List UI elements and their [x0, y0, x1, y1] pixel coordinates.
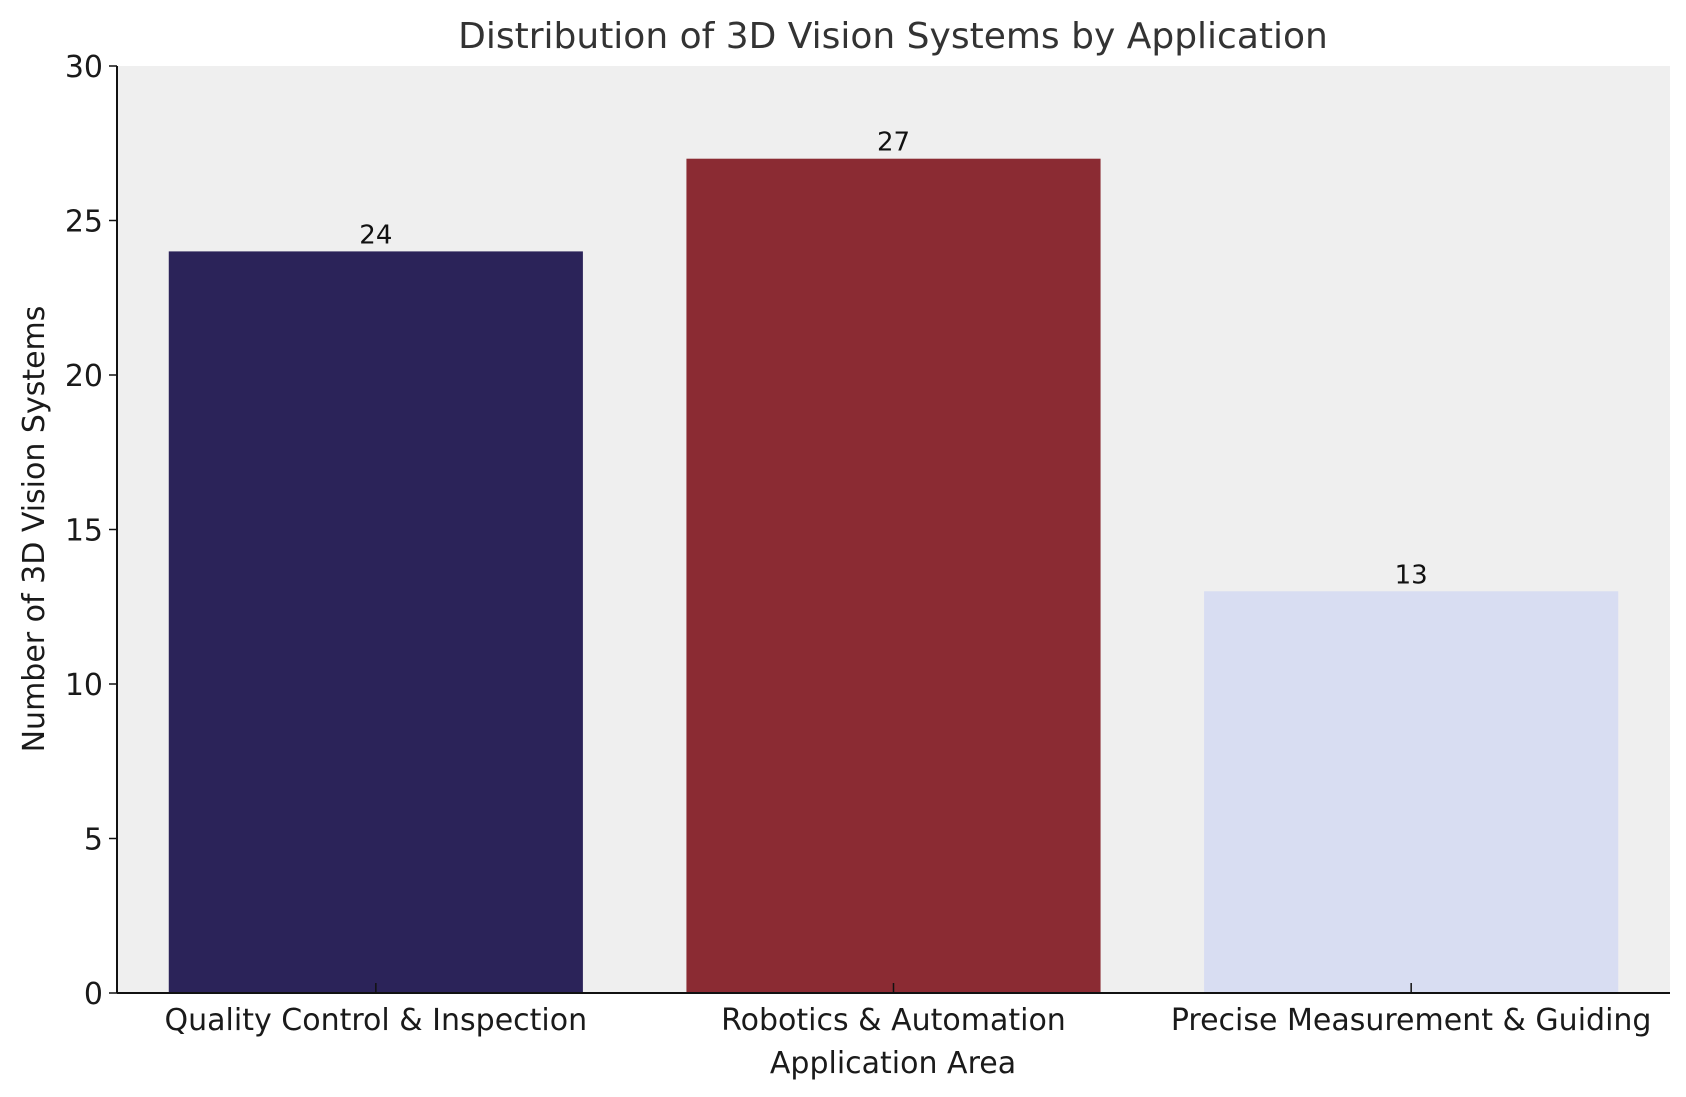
bar-3: [1204, 591, 1619, 993]
x-ticks-layer: Quality Control & Inspection Robotics & A…: [165, 983, 1652, 1038]
bar-2: [686, 158, 1101, 993]
y-tick-label-5: 5: [84, 823, 103, 858]
x-axis-label: Application Area: [770, 1046, 1016, 1081]
y-tick-label-15: 15: [65, 514, 103, 549]
data-label-2: 27: [877, 128, 910, 158]
y-tick-label-30: 30: [65, 50, 103, 85]
chart-title: Distribution of 3D Vision Systems by App…: [458, 16, 1328, 57]
y-tick-label-25: 25: [65, 205, 103, 240]
x-tick-label-3: Precise Measurement & Guiding: [1171, 1003, 1652, 1038]
x-tick-label-2: Robotics & Automation: [721, 1003, 1066, 1038]
bar-1: [168, 251, 583, 993]
y-tick-label-20: 20: [65, 359, 103, 394]
y-tick-label-0: 0: [84, 977, 103, 1012]
y-tick-label-10: 10: [65, 668, 103, 703]
y-axis-label: Number of 3D Vision Systems: [17, 306, 52, 753]
x-tick-label-1: Quality Control & Inspection: [165, 1003, 588, 1038]
data-labels-layer: 24 27 13: [359, 128, 1427, 591]
data-label-3: 13: [1395, 560, 1428, 590]
data-label-1: 24: [359, 220, 392, 250]
bars-layer: [168, 158, 1619, 993]
y-ticks-layer: 0 5 10 15 20 25 30: [65, 50, 117, 1012]
